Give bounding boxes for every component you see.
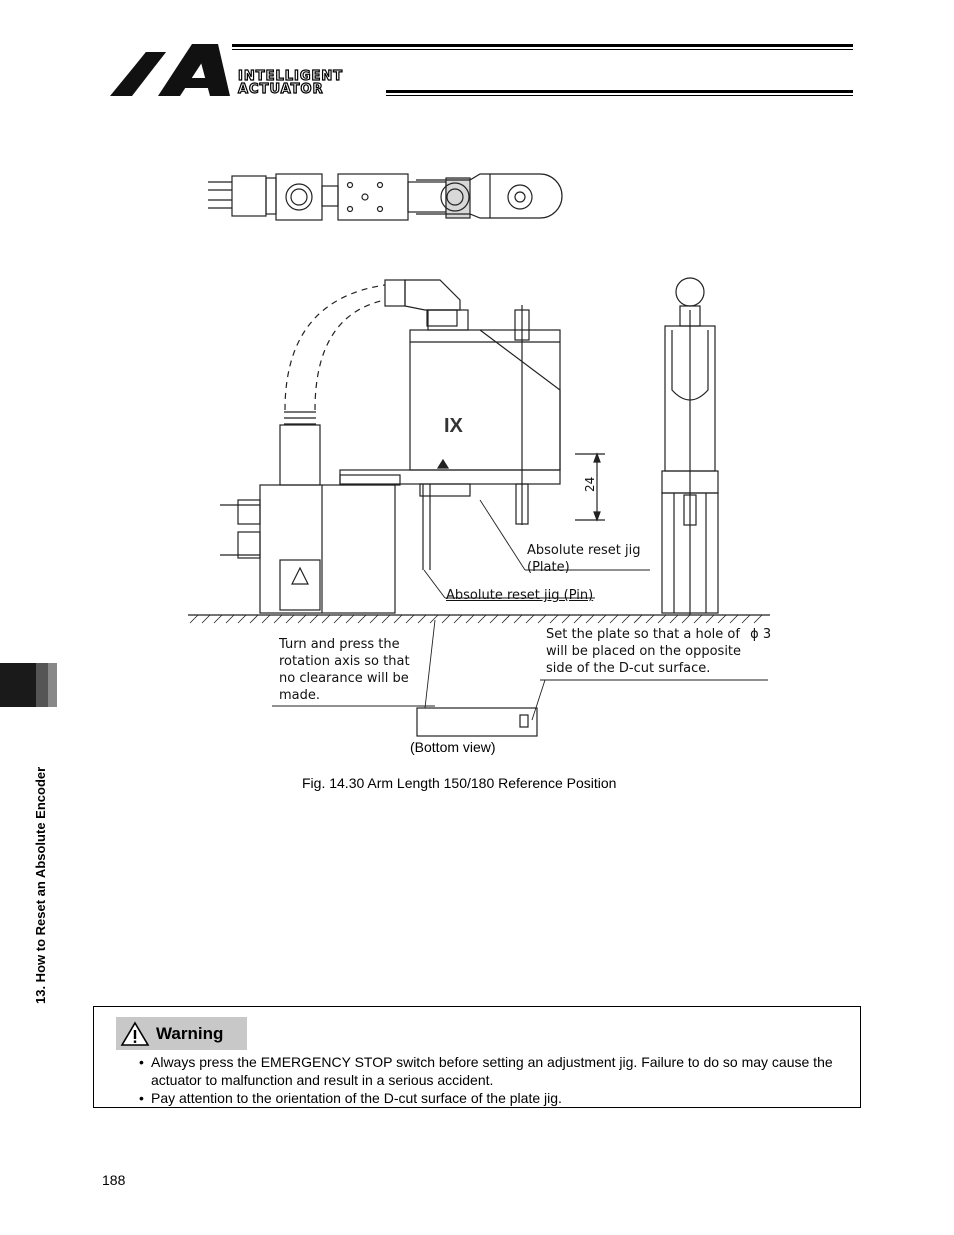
dimension-value: 24 xyxy=(583,477,597,492)
header-rule-bottom xyxy=(386,90,853,93)
header-rule-bottom-thin xyxy=(386,95,853,96)
header-rule-top xyxy=(232,44,853,47)
base-unit xyxy=(220,411,401,614)
warning-title: Warning xyxy=(156,1024,224,1043)
warning-item: Pay attention to the orientation of the … xyxy=(139,1089,849,1107)
warning-triangle-icon xyxy=(120,1021,150,1046)
warning-item: Always press the EMERGENCY STOP switch b… xyxy=(139,1053,849,1089)
cable-arch xyxy=(284,284,386,411)
chapter-tab-mid xyxy=(36,663,48,707)
reference-position-drawing: IX 24 xyxy=(188,173,770,737)
header-rule-top-thin xyxy=(232,49,853,50)
warning-header: Warning xyxy=(116,1017,247,1050)
label-plate-jig: Absolute reset jig (Plate) xyxy=(527,543,641,575)
ia-logo-icon xyxy=(110,44,230,96)
label-set-plate: Set the plate so that a hole of ϕ 3 will… xyxy=(546,627,772,676)
leader-lines xyxy=(272,499,768,721)
arm-body xyxy=(339,305,561,570)
brand-name-line2: ACTUATOR xyxy=(237,82,324,97)
page-number: 188 xyxy=(102,1172,126,1188)
warning-box: Warning Always press the EMERGENCY STOP … xyxy=(93,1006,861,1108)
label-turn-press: Turn and press the rotation axis so that… xyxy=(279,637,410,703)
ix-badge: IX xyxy=(444,415,464,437)
chapter-tab-light xyxy=(48,663,57,707)
chapter-tab-dark xyxy=(0,663,36,707)
floor-line xyxy=(188,614,770,624)
label-pin-jig: Absolute reset jig (Pin) xyxy=(446,588,594,603)
right-view xyxy=(661,277,719,615)
warning-list: Always press the EMERGENCY STOP switch b… xyxy=(139,1053,849,1107)
dimension-24 xyxy=(575,452,605,522)
figure-caption: Fig. 14.30 Arm Length 150/180 Reference … xyxy=(302,775,617,791)
cable-connector xyxy=(384,279,461,327)
chapter-title: 13. How to Reset an Absolute Encoder xyxy=(33,766,48,1004)
top-view xyxy=(208,173,563,221)
jig-bottom-view xyxy=(416,707,538,737)
phi-symbol: ϕ 3 xyxy=(750,627,772,642)
bottom-view-caption: (Bottom view) xyxy=(410,739,496,755)
brand-name-line1: INTELLIGENT xyxy=(237,69,344,84)
